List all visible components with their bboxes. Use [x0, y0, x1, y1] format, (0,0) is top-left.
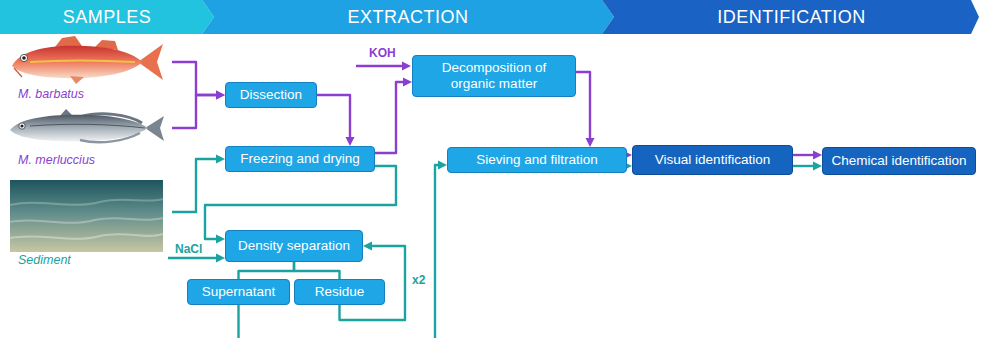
- connector-line: [239, 165, 440, 338]
- node-text: Visual identification: [655, 152, 770, 168]
- node-text: Freezing and drying: [240, 151, 359, 167]
- node-text: Decomposition of organic matter: [424, 60, 564, 91]
- process-box: Decomposition of organic matter: [412, 55, 576, 97]
- connector-line: [793, 165, 814, 167]
- band-fill: [602, 0, 979, 34]
- connector: [317, 95, 355, 146]
- arrowhead: [363, 242, 372, 251]
- connector-line: [205, 166, 396, 239]
- connector: [239, 262, 295, 279]
- red-mullet-picture: [12, 36, 163, 84]
- connector: [793, 162, 822, 171]
- sample-picture: Sediment: [8, 178, 172, 268]
- process-box: Sieving and filtration: [447, 147, 627, 173]
- node-text: Dissection: [240, 87, 302, 103]
- connector-line: [172, 62, 217, 95]
- node-text: Sediment: [18, 253, 71, 267]
- arrowhead: [438, 161, 447, 170]
- connector: [239, 161, 448, 338]
- sample-picture: M. merluccius: [8, 108, 172, 168]
- connector: [576, 72, 595, 147]
- node-text: Residue: [315, 284, 365, 300]
- process-box: Density separation: [225, 230, 363, 262]
- koh-input-arrow: [356, 62, 411, 71]
- identification-box: Visual identification: [632, 145, 793, 175]
- arrowhead: [403, 78, 412, 87]
- band-fill: [0, 0, 214, 34]
- band-fill: [202, 0, 614, 34]
- connector-line: [239, 262, 295, 279]
- phase-band: SAMPLES: [0, 0, 214, 34]
- node-text: Sieving and filtration: [476, 152, 598, 168]
- arrowhead: [813, 151, 822, 160]
- arrowhead: [216, 155, 225, 164]
- connector: [375, 78, 412, 154]
- identification-box: Chemical identification: [822, 147, 976, 175]
- node-text: M. merluccius: [18, 153, 95, 167]
- process-box: Residue: [294, 279, 385, 305]
- arrowhead: [216, 235, 225, 244]
- arrowhead: [813, 162, 822, 171]
- connector-line: [576, 72, 590, 139]
- arrowhead: [216, 91, 225, 100]
- node-text: M. barbatus: [18, 87, 84, 101]
- reagent-label: NaCl: [174, 242, 203, 256]
- arrowhead: [586, 138, 595, 147]
- connector: [294, 262, 340, 279]
- connector-line: [317, 95, 350, 138]
- process-box: Freezing and drying: [225, 146, 375, 172]
- process-box: Supernatant: [187, 279, 290, 305]
- node-text: SAMPLES: [63, 7, 152, 28]
- node-text: Chemical identification: [831, 153, 966, 169]
- connector-line: [375, 82, 404, 153]
- arrowhead: [216, 91, 225, 100]
- connector: [172, 91, 225, 129]
- reagent-label: KOH: [368, 46, 397, 60]
- arrowhead: [346, 137, 355, 146]
- node-text: EXTRACTION: [347, 7, 468, 28]
- hake-picture: [10, 109, 164, 142]
- connector: [793, 151, 822, 160]
- edge-label: x2: [411, 273, 426, 287]
- node-text: Density separation: [238, 238, 350, 254]
- sediment-picture: [10, 180, 163, 252]
- sample-picture: M. barbatus: [8, 38, 172, 102]
- process-box: Dissection: [225, 82, 317, 108]
- connector-line: [172, 95, 217, 128]
- connector: [172, 155, 225, 213]
- node-text: IDENTIFICATION: [717, 7, 866, 28]
- node-text: Supernatant: [202, 284, 276, 300]
- phase-band: EXTRACTION: [202, 0, 614, 34]
- connector-line: [294, 262, 340, 279]
- phase-band: IDENTIFICATION: [602, 0, 981, 34]
- connector-line: [793, 154, 814, 156]
